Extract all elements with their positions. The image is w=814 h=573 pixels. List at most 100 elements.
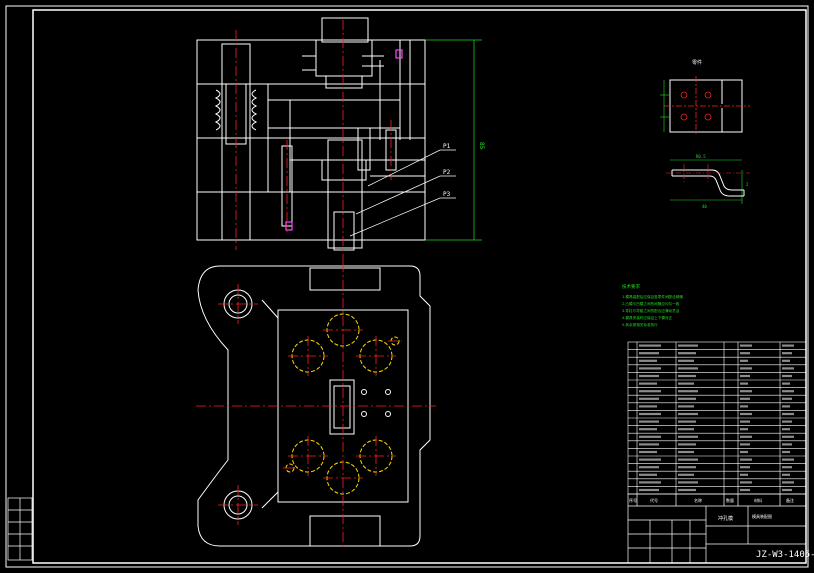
- leader-label-3: P3: [443, 191, 451, 198]
- title-header-col-1: 序号: [629, 497, 637, 503]
- leader-label-1: P1: [443, 143, 451, 150]
- parts-list-cell-mark: [639, 397, 659, 400]
- parts-list-cell-mark: [678, 412, 698, 416]
- tech-requirements-title: 技术要求: [622, 283, 640, 290]
- tech-requirement-line-3: 3.导柱与导套之间的配合应滑动灵活: [622, 308, 680, 313]
- parts-list-cell-mark: [740, 359, 748, 362]
- parts-list-cell-mark: [782, 367, 794, 370]
- parts-list-cell-mark: [740, 352, 750, 355]
- parts-list-cell-mark: [740, 458, 752, 461]
- parts-list-cell-mark: [678, 352, 696, 355]
- parts-list-cell-mark: [639, 488, 659, 492]
- parts-list-cell-mark: [678, 390, 698, 393]
- parts-list-cell-mark: [678, 466, 696, 469]
- parts-list-cell-mark: [639, 443, 659, 446]
- section-centerlines: [235, 20, 392, 262]
- parts-list-cell-mark: [740, 481, 752, 484]
- parts-list-cell-mark: [782, 466, 792, 469]
- parts-list-cell-mark: [678, 367, 698, 370]
- part-detail-side-view: [671, 169, 745, 197]
- parts-list-cell-mark: [782, 359, 790, 362]
- parts-list-cell-mark: [740, 488, 750, 492]
- parts-list-cell-mark: [639, 382, 657, 385]
- tech-requirement-line-4: 4.模具安装时应保证上下模对正: [622, 315, 673, 320]
- title-header-col-4: 数量: [726, 497, 734, 503]
- parts-list-cell-mark: [639, 435, 661, 438]
- tech-requirement-line-5: 5.其余按相关标准执行: [622, 322, 658, 327]
- parts-list-cell-mark: [678, 488, 696, 492]
- parts-list-cell-mark: [639, 481, 661, 484]
- part-dim-length: 40: [702, 204, 707, 209]
- parts-list-cell-mark: [740, 390, 752, 393]
- plan-hidden-circles: [285, 313, 400, 495]
- parts-list-cell-mark: [782, 435, 794, 438]
- parts-list-cell-mark: [740, 428, 748, 431]
- parts-list-cell-mark: [639, 374, 659, 378]
- parts-list-cell-mark: [639, 466, 659, 469]
- title-header-col-6: 备注: [786, 497, 794, 503]
- parts-list-cell-mark: [678, 359, 694, 362]
- parts-list-cell-mark: [782, 488, 792, 492]
- parts-list-cell-mark: [782, 450, 790, 454]
- parts-list-cell-mark: [740, 473, 748, 476]
- tech-requirement-line-2: 2.凸模与凹模之间的间隙应均匀一致: [622, 301, 680, 306]
- parts-list-cell-mark: [639, 359, 657, 362]
- parts-list-cell-mark: [740, 450, 748, 454]
- parts-list-cell-mark: [678, 405, 694, 408]
- parts-list-cell-mark: [678, 443, 696, 446]
- title-material-label: 模具装配图: [752, 513, 772, 519]
- parts-list-cell-mark: [740, 344, 752, 347]
- part-detail-side-centerline: [666, 164, 750, 182]
- parts-list-cell-mark: [678, 428, 694, 431]
- title-header-col-5: 材料: [754, 497, 762, 503]
- parts-list-cell-mark: [639, 473, 657, 476]
- parts-list-cell-mark: [639, 390, 661, 393]
- parts-list-cell-mark: [782, 344, 794, 347]
- parts-list-cell-mark: [639, 458, 661, 461]
- parts-list-cell-mark: [639, 420, 659, 423]
- parts-list-cell-mark: [782, 443, 792, 446]
- parts-list-cell-mark: [678, 458, 698, 461]
- parts-list-cell-mark: [678, 397, 696, 400]
- title-block: [627, 493, 807, 564]
- drawing-frame-outer: [5, 5, 809, 568]
- parts-list-cell-mark: [639, 344, 661, 347]
- parts-list-cell-mark: [740, 397, 750, 400]
- parts-list-cell-mark: [782, 458, 794, 461]
- parts-list-cell-mark: [740, 443, 750, 446]
- parts-list-cell-mark: [740, 367, 752, 370]
- parts-list-cell-mark: [782, 473, 790, 476]
- parts-list-cell-mark: [639, 367, 661, 370]
- parts-list-cell-mark: [678, 450, 694, 454]
- section-dimension: [425, 39, 482, 241]
- plan-centerlines: [196, 262, 436, 550]
- title-header-col-2: 代号: [650, 497, 658, 503]
- section-accents: [285, 49, 403, 231]
- parts-list-cell-mark: [782, 405, 790, 408]
- parts-list-cell-mark: [678, 435, 698, 438]
- tech-requirement-line-1: 1.模具装配后应保证各零件间配合精确: [622, 294, 683, 299]
- parts-list-cell-mark: [639, 352, 659, 355]
- parts-list-cell-mark: [740, 382, 748, 385]
- title-part-name: 冲孔模: [718, 515, 733, 522]
- parts-list-cell-mark: [678, 382, 694, 385]
- parts-list-cell-mark: [782, 352, 792, 355]
- parts-list-cell-mark: [678, 420, 696, 423]
- part-detail-dims: [660, 80, 743, 204]
- part-detail-holes: [664, 76, 750, 136]
- parts-list-cell-mark: [782, 382, 790, 385]
- parts-list-cell-mark: [678, 344, 698, 347]
- parts-list-cell-mark: [782, 420, 792, 423]
- part-dim-thickness: 2: [746, 182, 749, 187]
- parts-list-cell-mark: [639, 450, 657, 454]
- parts-list-cell-mark: [678, 481, 698, 484]
- title-header-col-3: 名称: [694, 497, 702, 503]
- parts-list-cell-mark: [740, 374, 750, 378]
- drawing-frame-inner: [32, 9, 807, 564]
- parts-list-cell-mark: [678, 374, 696, 378]
- parts-list-row-text: [639, 344, 794, 492]
- parts-list-cell-mark: [639, 428, 657, 431]
- parts-list-cell-mark: [782, 374, 792, 378]
- parts-list-cell-mark: [782, 390, 794, 393]
